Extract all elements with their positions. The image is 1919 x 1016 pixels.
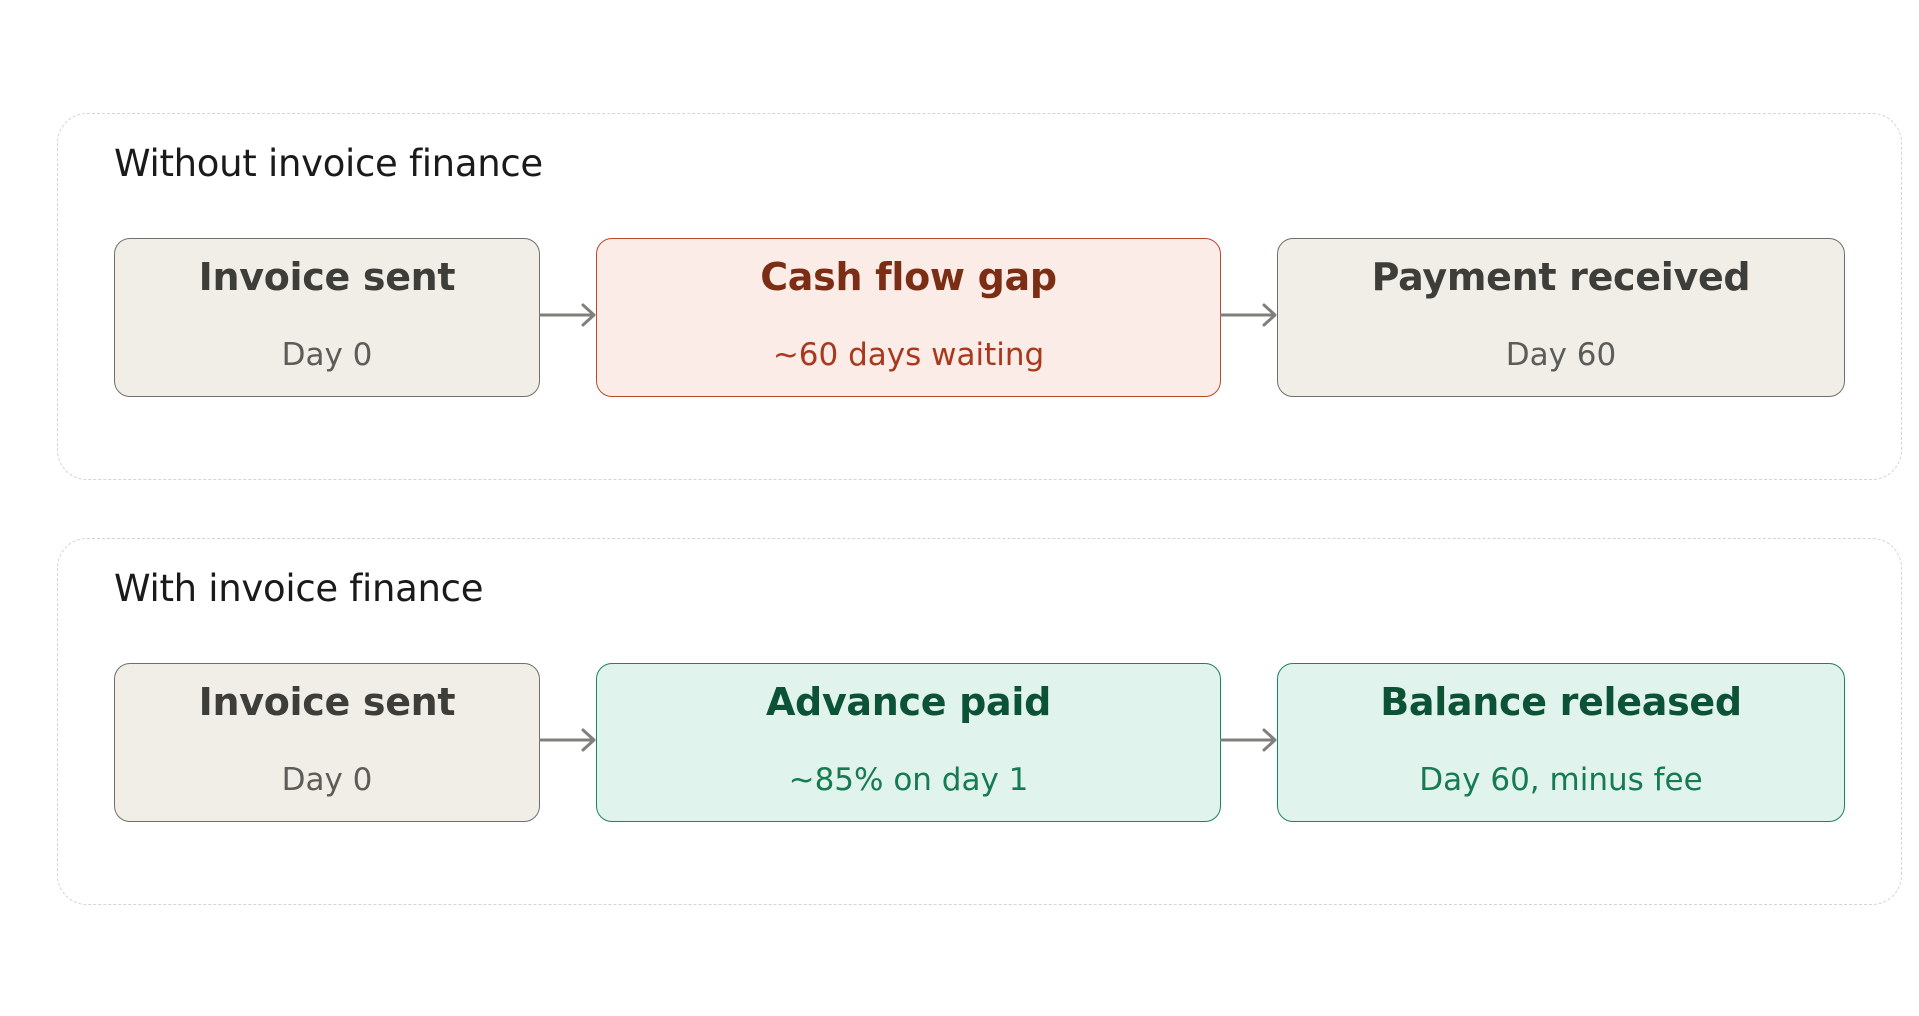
step-payment-received: Payment received Day 60: [1277, 238, 1845, 397]
step-subtitle: Day 0: [281, 337, 373, 373]
step-subtitle: ~60 days waiting: [772, 337, 1045, 373]
step-balance-released: Balance released Day 60, minus fee: [1277, 663, 1845, 822]
step-subtitle: ~85% on day 1: [788, 762, 1029, 798]
step-title: Advance paid: [765, 680, 1052, 724]
step-invoice-sent: Invoice sent Day 0: [114, 238, 540, 397]
section-without-finance: Without invoice finance Invoice sent Day…: [57, 113, 1902, 480]
step-title: Invoice sent: [198, 255, 456, 299]
step-title: Payment received: [1371, 255, 1751, 299]
arrow-right-icon: [1220, 303, 1277, 327]
arrow-right-icon: [1220, 728, 1277, 752]
step-subtitle: Day 0: [281, 762, 373, 798]
section-title: Without invoice finance: [114, 142, 543, 185]
step-title: Cash flow gap: [760, 255, 1057, 299]
step-title: Invoice sent: [198, 680, 456, 724]
step-title: Balance released: [1380, 680, 1742, 724]
step-advance-paid: Advance paid ~85% on day 1: [596, 663, 1221, 822]
section-title: With invoice finance: [114, 567, 484, 610]
step-cash-flow-gap: Cash flow gap ~60 days waiting: [596, 238, 1221, 397]
arrow-right-icon: [539, 728, 596, 752]
section-with-finance: With invoice finance Invoice sent Day 0 …: [57, 538, 1902, 905]
step-invoice-sent: Invoice sent Day 0: [114, 663, 540, 822]
step-subtitle: Day 60: [1505, 337, 1617, 373]
arrow-right-icon: [539, 303, 596, 327]
step-subtitle: Day 60, minus fee: [1419, 762, 1703, 798]
